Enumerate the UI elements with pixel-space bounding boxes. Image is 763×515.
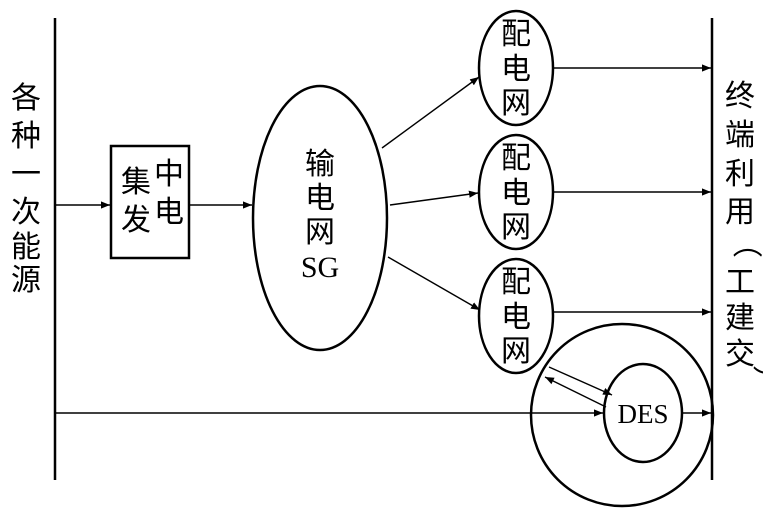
transmission-grid-char: 网: [305, 215, 335, 250]
central-generation-char: 发: [121, 203, 151, 238]
transmission-grid-char: 电: [305, 181, 335, 216]
right-label-char: 工: [725, 265, 755, 300]
arrow-transmission-to-distribution-1: [381, 76, 480, 149]
left-label-char: 能: [11, 230, 41, 265]
arrow-distribution-3-to-des: [548, 366, 613, 396]
distribution-grid-char: 网: [501, 334, 531, 369]
right-label-char: 端: [725, 118, 755, 153]
right-label-char: 交: [725, 337, 755, 372]
distribution-grid-char: 网: [501, 86, 531, 121]
central-generation-char: 集: [121, 165, 151, 200]
left-label-char: 源: [11, 263, 41, 298]
transmission-grid-node: [251, 84, 389, 352]
left-label-char: 种: [11, 119, 41, 154]
distribution-grid-char: 配: [501, 141, 531, 176]
distribution-grid-char: 电: [501, 300, 531, 335]
distribution-grid-node-3: [477, 257, 555, 375]
arrow-des-to-distribution-3: [544, 376, 607, 408]
right-label-char: 建: [725, 301, 755, 336]
central-generation-char: 中: [154, 157, 184, 192]
des-label: DES: [617, 399, 668, 429]
right-label-char: 利: [725, 157, 755, 192]
right-label-char: ）: [748, 365, 763, 395]
right-label-char: （: [728, 228, 763, 258]
central-generation-box: [109, 144, 191, 260]
des-outer-circle: [529, 322, 715, 508]
left-label-char: 一: [11, 157, 41, 192]
distribution-grid-char: 网: [501, 210, 531, 245]
distribution-grid-char: 配: [501, 17, 531, 52]
transmission-grid-char: 输: [305, 147, 335, 182]
right-label-char: 用: [725, 195, 755, 230]
arrow-transmission-to-distribution-2: [389, 190, 479, 206]
distribution-grid-char: 配: [501, 265, 531, 300]
arrow-transmission-to-distribution-3: [387, 256, 481, 311]
left-label-primary-energy: 各 种 一 次 能 源: [11, 81, 41, 298]
distribution-grid-char: 电: [501, 176, 531, 211]
right-label-char: 终: [725, 79, 755, 114]
left-label-char: 各: [11, 81, 41, 116]
transmission-grid-abbr: SG: [301, 251, 339, 284]
distribution-grid-char: 电: [501, 52, 531, 87]
right-label-end-use: 终 端 利 用 （ 工 建 交 ）: [725, 79, 763, 395]
left-label-char: 次: [11, 195, 41, 230]
central-generation-char: 电: [154, 195, 184, 230]
